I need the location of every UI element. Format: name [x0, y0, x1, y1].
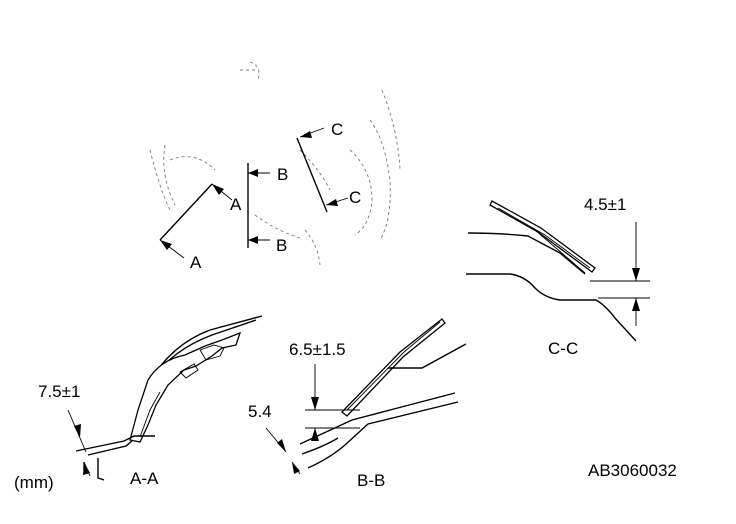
section-c-label-bottom: C — [349, 188, 361, 207]
bb-height-dimension: 6.5±1.5 — [289, 340, 346, 359]
view-label-cc: C-C — [548, 339, 578, 358]
section-line-a: A A — [159, 183, 242, 272]
section-line-c: C C — [296, 120, 361, 213]
vehicle-overview-sketch — [149, 61, 401, 266]
section-a-label-top: A — [230, 195, 242, 214]
section-b-label-bottom: B — [276, 236, 287, 255]
unit-label: (mm) — [14, 473, 54, 492]
section-view-bb: 6.5±1.5 5.4 B-B — [248, 318, 467, 490]
aa-gap-dimension: 7.5±1 — [38, 382, 80, 401]
cc-gap-dimension: 4.5±1 — [584, 195, 626, 214]
bb-gap-dimension: 5.4 — [248, 402, 272, 421]
view-label-aa: A-A — [130, 469, 159, 488]
section-c-label-top: C — [331, 120, 343, 139]
figure-code: AB3060032 — [588, 461, 677, 480]
section-view-aa: 7.5±1 A-A — [38, 315, 263, 488]
section-a-label-bottom: A — [190, 253, 202, 272]
section-view-cc: 4.5±1 C-C — [466, 195, 650, 358]
view-label-bb: B-B — [357, 471, 385, 490]
section-line-b: B B — [247, 163, 288, 255]
section-b-label-top: B — [277, 165, 288, 184]
